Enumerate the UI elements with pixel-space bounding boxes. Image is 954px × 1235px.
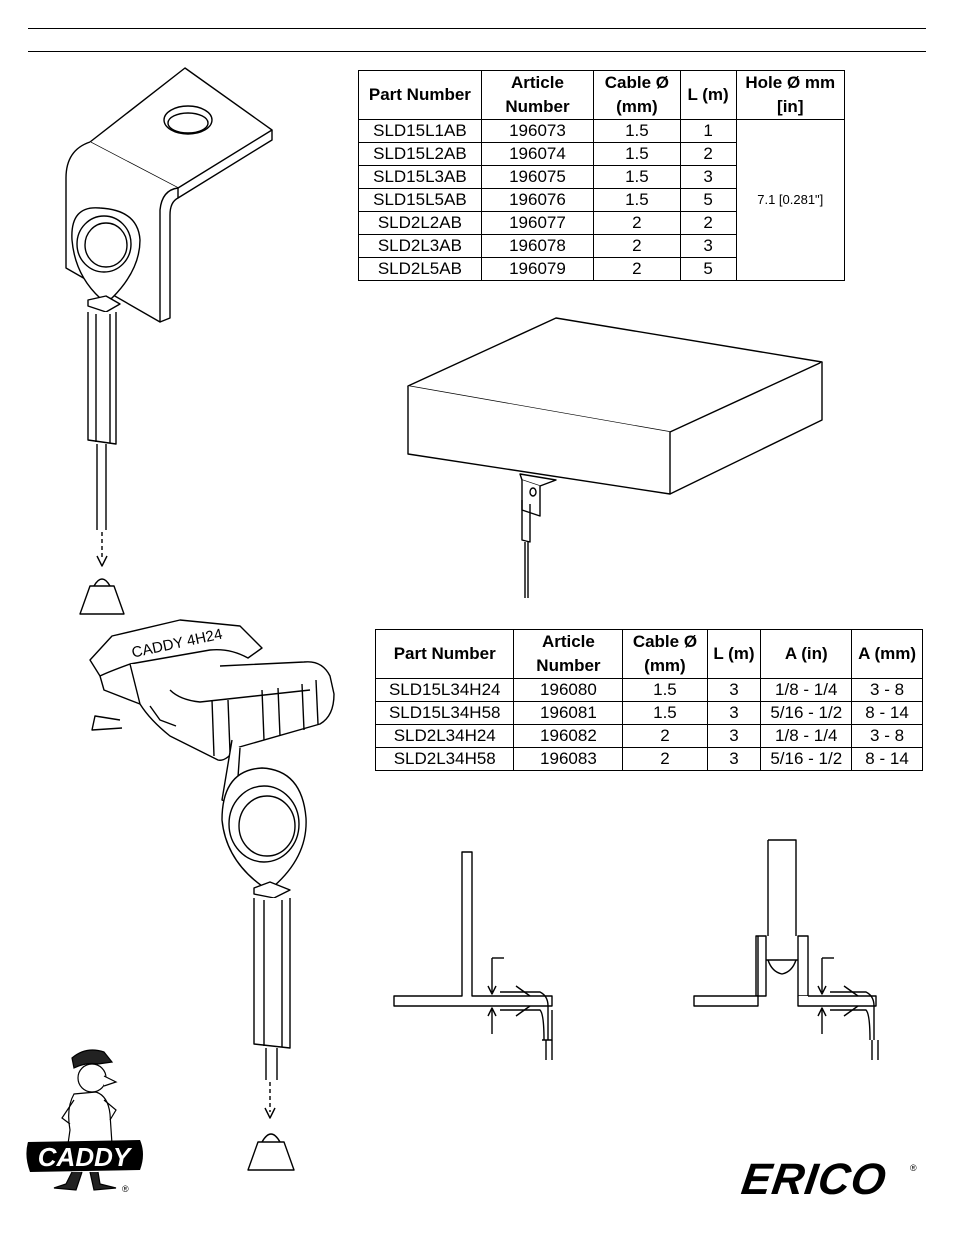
cell-a-mm: 3 - 8: [851, 678, 923, 702]
cell-length: 2: [679, 211, 737, 235]
cell-a-mm: 8 - 14: [851, 701, 923, 725]
cell-a-inch: 5/16 - 1/2: [760, 747, 853, 771]
spec-table-1: Part Number Article Number Cable Ø (mm) …: [358, 70, 846, 281]
cell-a-mm: 8 - 14: [851, 747, 923, 771]
cell-cable-diameter: 1.5: [622, 678, 708, 702]
spec-table-2: Part Number Article Number Cable Ø (mm) …: [374, 629, 923, 771]
caddy-registered-mark: ®: [122, 1184, 129, 1194]
col-part-number: Part Number: [358, 70, 482, 120]
col-a-mm: A (mm): [851, 629, 923, 679]
cell-article-number: 196075: [480, 165, 595, 189]
cell-article-number: 196078: [480, 234, 595, 258]
cell-length: 3: [706, 701, 762, 725]
cell-a-inch: 1/8 - 1/4: [760, 678, 853, 702]
cell-a-inch: 5/16 - 1/2: [760, 701, 853, 725]
cell-part-number: SLD2L34H24: [374, 724, 515, 748]
cell-part-number: SLD15L5AB: [358, 188, 482, 212]
cell-part-number: SLD15L34H58: [374, 701, 515, 725]
cell-article-number: 196073: [480, 119, 595, 143]
second-rule: [28, 51, 926, 52]
col-part-number: Part Number: [374, 629, 515, 679]
cell-article-number: 196076: [480, 188, 595, 212]
caddy-wordmark: CADDY: [38, 1142, 133, 1172]
cell-part-number: SLD15L34H24: [374, 678, 515, 702]
cell-length: 3: [706, 747, 762, 771]
cell-length: 5: [679, 257, 737, 281]
erico-wordmark: ERICO: [738, 1155, 890, 1204]
cell-length: 3: [679, 234, 737, 258]
cell-cable-diameter: 2: [622, 747, 708, 771]
cell-part-number: SLD15L1AB: [358, 119, 482, 143]
cell-part-number: SLD2L34H58: [374, 747, 515, 771]
top-rule: [28, 28, 926, 29]
cell-article-number: 196077: [480, 211, 595, 235]
cell-cable-diameter: 1.5: [593, 165, 681, 189]
col-cable-diameter: Cable Ø (mm): [622, 629, 708, 679]
cell-article-number: 196083: [513, 747, 624, 771]
cell-part-number: SLD15L2AB: [358, 142, 482, 166]
cell-length: 3: [706, 678, 762, 702]
cell-cable-diameter: 2: [593, 257, 681, 281]
col-cable-diameter: Cable Ø (mm): [593, 70, 681, 120]
cell-article-number: 196081: [513, 701, 624, 725]
col-article-number: Article Number: [480, 70, 595, 120]
cell-length: 5: [679, 188, 737, 212]
cell-length: 1: [679, 119, 737, 143]
cell-a-mm: 3 - 8: [851, 724, 923, 748]
cell-cable-diameter: 1.5: [622, 701, 708, 725]
cell-cable-diameter: 1.5: [593, 119, 681, 143]
cell-cable-diameter: 2: [593, 234, 681, 258]
cell-article-number: 196079: [480, 257, 595, 281]
erico-registered-mark: ®: [910, 1163, 917, 1173]
col-article-number: Article Number: [513, 629, 624, 679]
cell-part-number: SLD2L2AB: [358, 211, 482, 235]
col-length: L (m): [706, 629, 762, 679]
cell-length: 3: [679, 165, 737, 189]
cell-hole-diameter: 7.1 [0.281"]: [735, 119, 846, 281]
